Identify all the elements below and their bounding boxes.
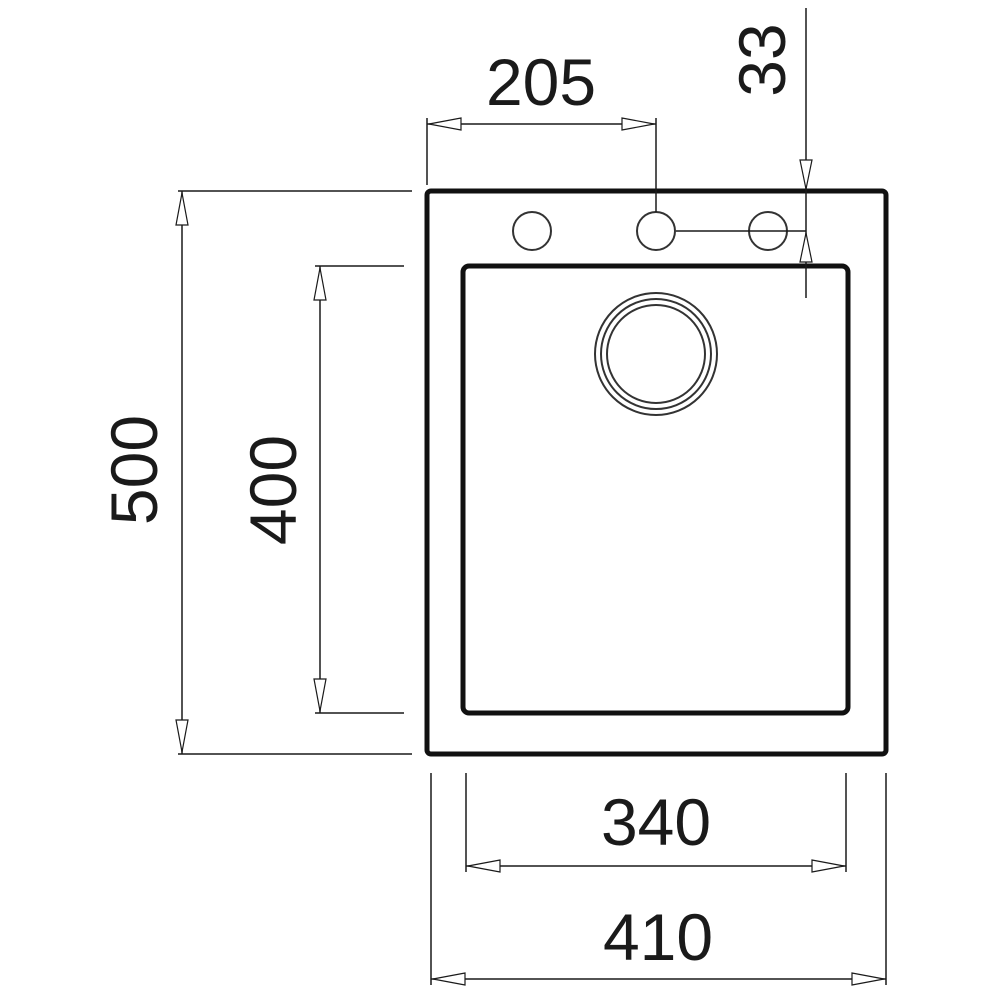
- drain: [594, 292, 718, 416]
- dimension-label-205: 205: [486, 45, 596, 119]
- dimension-500: 500: [97, 190, 412, 755]
- dimension-label-33: 33: [725, 23, 799, 96]
- dimension-400: 400: [236, 265, 404, 714]
- dimension-label-410: 410: [603, 900, 713, 974]
- tap-hole-left: [512, 211, 552, 251]
- tap-hole-center: [636, 211, 676, 251]
- sink-outer-outline: [424, 188, 889, 757]
- dimension-label-340: 340: [601, 785, 711, 859]
- dimension-205: 205: [426, 45, 657, 212]
- dimension-340: 340: [465, 773, 847, 873]
- sink-bowl-outline: [460, 263, 851, 716]
- dimension-label-500: 500: [97, 415, 171, 525]
- dimension-33: 33: [676, 8, 813, 298]
- dimension-410: 410: [430, 773, 887, 986]
- dimension-label-400: 400: [236, 435, 310, 545]
